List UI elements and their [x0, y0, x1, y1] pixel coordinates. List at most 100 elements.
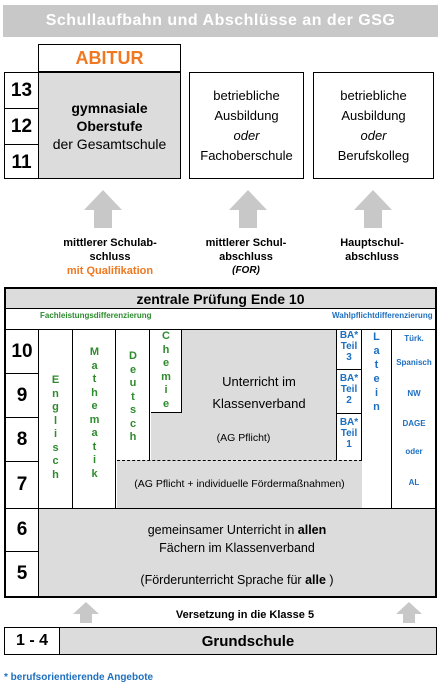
- unterricht-text: Unterricht im Klassenverband: [182, 371, 336, 415]
- wahl-option: Spanisch: [396, 358, 432, 367]
- path3-line1: betriebliche: [340, 87, 407, 103]
- grade-7: 7: [16, 474, 28, 495]
- gemeinsam-text: gemeinsamer Unterricht in allen Fächern …: [39, 521, 435, 589]
- letter: t: [92, 373, 97, 385]
- letter: c: [52, 455, 59, 467]
- wahl-option: Türk.: [404, 334, 424, 343]
- letter: h: [52, 468, 59, 481]
- path2-line2: Ausbildung: [214, 107, 279, 123]
- arrow-up-icon: [396, 602, 422, 623]
- ba-text: Teil: [340, 384, 358, 395]
- letter: n: [52, 387, 59, 400]
- letter: t: [374, 359, 379, 371]
- gemeinsam-text-bold: allen: [297, 523, 327, 537]
- arrow-up-icon: [73, 602, 99, 623]
- letter: h: [91, 386, 98, 399]
- letter: t: [92, 440, 97, 453]
- gemeinsam-text-part: (Förderunterricht Sprache für: [140, 573, 306, 587]
- klassenverband-area: [182, 330, 336, 460]
- header-banner: Schullaufbahn und Abschlüsse an der GSG: [3, 5, 438, 37]
- letter: a: [91, 427, 98, 439]
- arrow-up-icon: [354, 190, 392, 228]
- degree-text: (FOR): [232, 265, 260, 276]
- path2-line4: Fachoberschule: [200, 147, 293, 163]
- degree-for: mittlerer Schul- abschluss (FOR): [186, 236, 306, 278]
- degree-text: mittlerer Schulab-: [63, 237, 157, 249]
- letter: a: [373, 345, 380, 357]
- foerder-area: [117, 460, 362, 508]
- ag-pflicht: (AG Pflicht): [216, 432, 271, 444]
- letter: k: [91, 467, 98, 480]
- oberstufe-line3: der Gesamtschule: [52, 135, 167, 152]
- ag-foerder-text: (AG Pflicht + individuelle Fördermaßnahm…: [134, 478, 345, 490]
- degree-text: schluss: [89, 251, 131, 263]
- grade-6: 6: [6, 509, 38, 552]
- grade-6-5-column: 6 5: [6, 508, 39, 596]
- wahl-option: AL: [408, 478, 420, 487]
- gemeinsam-line1: gemeinsamer Unterricht in allen: [39, 521, 435, 539]
- path3-line4: Berufskolleg: [337, 147, 410, 163]
- gemeinsam-line3: (Förderunterricht Sprache für alle ): [39, 571, 435, 589]
- degree-text: Hauptschul-: [340, 237, 404, 249]
- ba-text: 1: [346, 439, 352, 450]
- oberstufe-line1: gymnasiale: [71, 99, 148, 116]
- letter: s: [129, 404, 137, 416]
- letter: h: [129, 431, 137, 443]
- letter: n: [373, 401, 380, 413]
- sek1-frame: [4, 287, 437, 598]
- arrow-up-icon: [229, 190, 267, 228]
- klassenverband-area-lower: [151, 413, 182, 460]
- fach-label: Fachleistungsdifferenzierung: [40, 311, 152, 320]
- arrow-up-icon: [84, 190, 122, 228]
- letter: i: [92, 454, 97, 466]
- letter: g: [52, 401, 59, 413]
- spacer: [39, 557, 435, 571]
- letter: l: [53, 414, 58, 427]
- unterricht-line2: Klassenverband: [212, 396, 306, 411]
- letter: h: [162, 343, 170, 356]
- gemeinsam-line2: Fächern im Klassenverband: [159, 541, 315, 555]
- letter: D: [129, 350, 137, 362]
- wahl-label: Wahlpflichtdifferenzierung: [332, 311, 433, 320]
- letter: e: [129, 363, 137, 376]
- letter: m: [161, 370, 171, 383]
- ba-text: BA*: [339, 373, 359, 384]
- wahl-options: Türk. Spanisch NW DAGE oder AL: [393, 330, 435, 508]
- letter: e: [162, 357, 170, 369]
- grade-11: 11: [11, 151, 32, 173]
- path-fachoberschule-box: betriebliche Ausbildung oder Fachobersch…: [189, 72, 304, 179]
- degree-hauptschule: Hauptschul- abschluss: [312, 236, 432, 264]
- versetzung-label: Versetzung in die Klasse 5: [175, 609, 315, 621]
- grade-13: 13: [5, 73, 38, 109]
- path2-line1: betriebliche: [213, 87, 280, 103]
- path2-line3: oder: [233, 127, 260, 143]
- gemeinsam-text-bold: alle: [305, 573, 326, 587]
- letter: a: [91, 359, 98, 372]
- degree-text: abschluss: [219, 251, 273, 263]
- letter: i: [164, 384, 168, 396]
- wahl-option: DAGE: [402, 419, 426, 428]
- path3-line2: Ausbildung: [341, 107, 406, 123]
- letter: e: [373, 373, 380, 385]
- grade-10: 10: [6, 330, 38, 374]
- letter: m: [89, 413, 100, 426]
- grundschule-box: Grundschule: [59, 627, 437, 655]
- grundschule-grade: 1 - 4: [4, 627, 60, 655]
- ba-text: Teil: [340, 341, 358, 352]
- path-berufskolleg-box: betriebliche Ausbildung oder Berufskolle…: [313, 72, 434, 179]
- footnote: * berufsorientierende Angebote: [4, 672, 154, 683]
- letter: M: [89, 346, 100, 358]
- degree-text: mittlerer Schul-: [205, 237, 287, 249]
- letter: u: [129, 377, 137, 389]
- grade-9: 9: [6, 374, 38, 418]
- ba-text: 2: [346, 395, 352, 406]
- grid-top-line: [6, 329, 435, 330]
